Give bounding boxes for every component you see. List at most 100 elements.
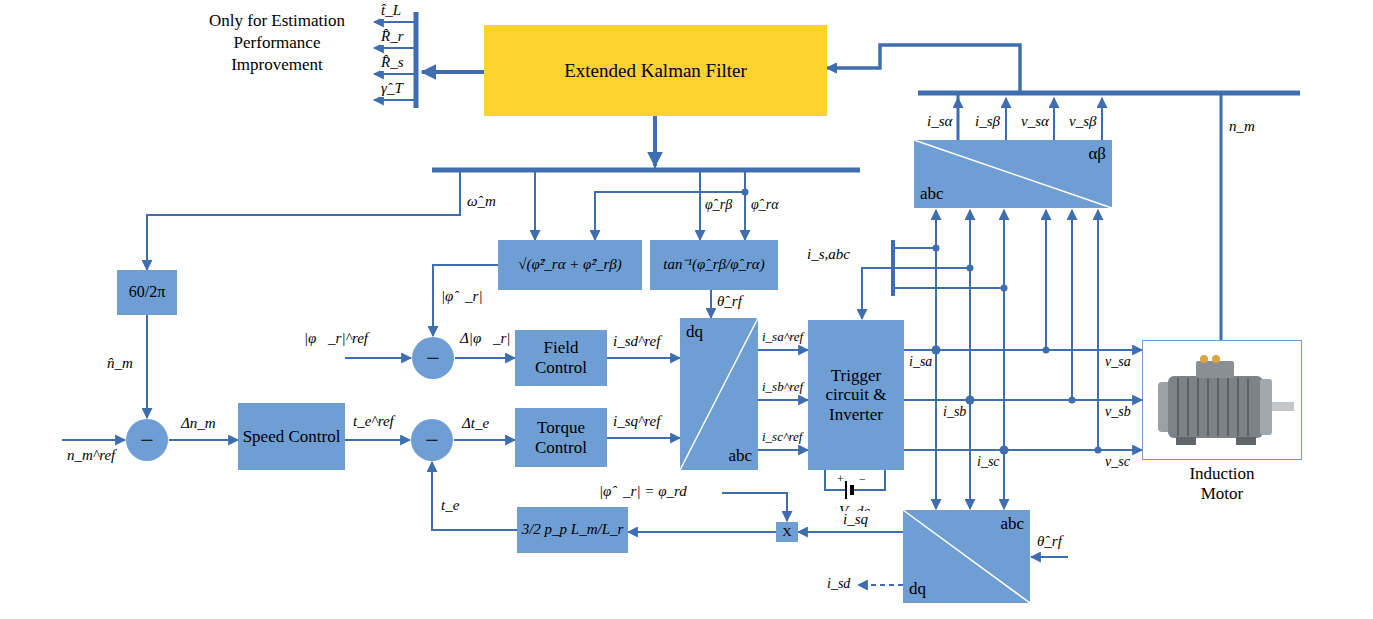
signal-connector: [535, 116, 655, 240]
signal-label: γ̂_T: [380, 80, 404, 97]
motor-fins: [1178, 378, 1248, 436]
battery-symbol: [850, 485, 854, 495]
signal-connector: [904, 349, 1142, 351]
signal-connector: [628, 531, 776, 533]
signal-label: φ̂_rβ: [704, 197, 733, 213]
wire: [62, 439, 125, 441]
divider-line: [680, 318, 758, 470]
wire: [1005, 98, 1007, 140]
wire: [374, 21, 414, 23]
box-label: 60/2π: [129, 283, 166, 301]
signal-connector: [345, 439, 410, 441]
signal-label: R̂_s: [380, 54, 405, 71]
wiring: [62, 12, 1300, 585]
signal-label: i_sq^ref: [612, 413, 661, 430]
signal-label: n_m: [1228, 118, 1256, 135]
operator-sign: −: [425, 428, 439, 452]
frame-label: dq: [686, 322, 703, 342]
battery-symbol: [845, 481, 847, 499]
frame-label: abc: [1000, 514, 1024, 534]
signal-connector: [432, 462, 517, 530]
function-box: √(φ̂²_rα + φ̂²_rβ): [498, 240, 642, 290]
motor-illustration: [1158, 355, 1294, 445]
signal-label: t_e^ref: [352, 413, 395, 430]
divider-line: [914, 140, 1112, 208]
wire: [852, 470, 885, 490]
wire: [935, 350, 937, 509]
frame-label: αβ: [1088, 144, 1106, 164]
wire: [345, 357, 411, 359]
signal-connector: [904, 449, 1142, 451]
signal-label: Δn_m: [180, 415, 217, 432]
summing-junction: −: [411, 336, 455, 380]
signal-label: Δt_e: [461, 415, 490, 432]
signal-label: i_sq: [842, 511, 869, 528]
signal-connector: [454, 439, 515, 441]
motor-foot: [1236, 437, 1256, 445]
wire: [744, 170, 746, 240]
motor-fin: [1207, 378, 1209, 436]
wire: [1101, 98, 1103, 140]
signal-label: |φ⃗_r|^ref: [303, 330, 369, 347]
signal-label: θ̂_rf: [1036, 533, 1063, 550]
gain-box: 60/2π: [117, 270, 177, 315]
motor-shaft: [1272, 402, 1294, 411]
frame-label: abc: [920, 184, 944, 204]
junction-dot: [933, 245, 940, 252]
terminal-box: [1196, 361, 1234, 378]
wire: [374, 99, 414, 101]
motor-fin: [1237, 378, 1239, 436]
split-shape: [914, 140, 1112, 208]
frame-label: abc: [728, 446, 752, 466]
motor-body: [1168, 376, 1263, 438]
signal-label: −: [858, 473, 867, 487]
signal-connector: [607, 437, 680, 439]
signal-connector: [758, 449, 808, 451]
signal-label: i_sα: [926, 113, 953, 130]
dashed-wire: [858, 584, 903, 586]
box-label: Speed Control: [243, 427, 341, 447]
signal-label: ω̂_m: [466, 193, 497, 210]
wire: [1003, 210, 1005, 450]
signal-label: i_sc^ref: [761, 430, 803, 445]
cable-gland: [1200, 355, 1208, 363]
box-label: Torque Control: [518, 418, 604, 457]
signal-label: i_sc: [976, 454, 1001, 470]
signal-bus: [414, 12, 419, 108]
wire: [422, 70, 484, 74]
signal-connector: [827, 45, 1020, 140]
operator-sign: −: [426, 346, 440, 370]
junction-dot: [742, 189, 749, 196]
circle-outline: [412, 337, 454, 379]
wire: [1031, 556, 1068, 558]
function-box: tan⁻¹(φ̂_rβ/φ̂_rα): [650, 240, 778, 290]
signal-label: φ̂_rα: [750, 197, 780, 213]
signal-label: R̂_r: [380, 28, 405, 45]
signal-connector: [758, 399, 808, 401]
controller-box: Speed Control: [238, 403, 345, 470]
box-label: Field Control: [518, 338, 604, 377]
wire: [893, 247, 936, 249]
wire: [1097, 210, 1099, 450]
controller-box: Torque Control: [515, 408, 607, 467]
signal-label: v_sc: [1104, 454, 1131, 470]
estimator-box: Extended Kalman Filter: [484, 25, 827, 116]
motor-flange: [1260, 379, 1272, 435]
inverter-box: Trigger circuit & Inverter: [808, 320, 904, 470]
signal-label: i_sa^ref: [761, 330, 804, 345]
motor-label: Induction Motor: [1167, 464, 1277, 503]
signal-connector: [433, 265, 498, 336]
signal-connector: [827, 45, 1221, 340]
transform-block: dq abc: [680, 318, 758, 470]
signal-label: +: [836, 473, 845, 487]
wire: [1003, 450, 1005, 509]
motor-fin: [1187, 378, 1189, 436]
motor: Induction Motor: [1142, 340, 1302, 518]
circle-outline: [411, 419, 453, 461]
signal-connector: [146, 315, 148, 418]
box-label: tan⁻¹(φ̂_rβ/φ̂_rα): [663, 256, 764, 273]
gain-box: 3/2 p_p L_m/L_r: [517, 507, 628, 553]
motor-fin: [1197, 378, 1199, 436]
wire: [969, 210, 971, 400]
box-label: Trigger circuit & Inverter: [811, 366, 901, 425]
